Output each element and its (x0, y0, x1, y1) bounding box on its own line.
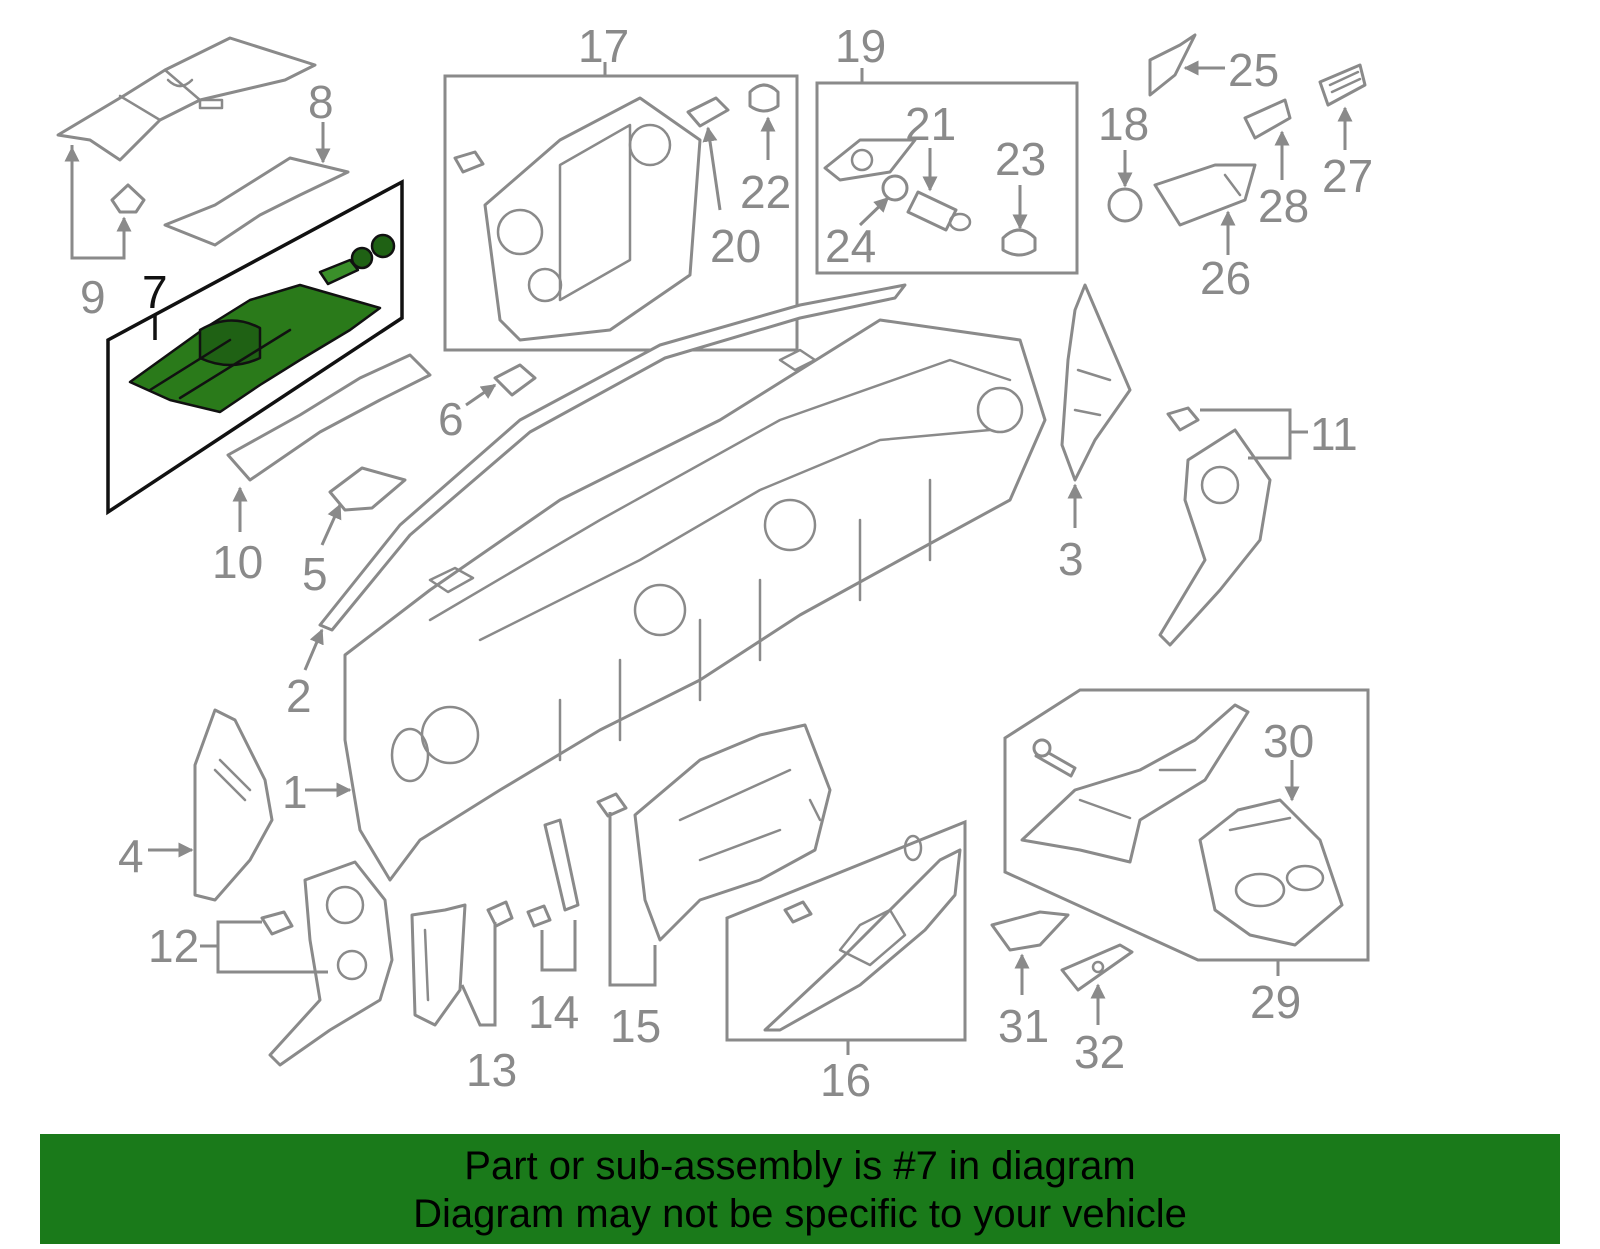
callout-27: 27 (1322, 150, 1373, 202)
callout-5: 5 (302, 548, 328, 600)
part-13-panel[interactable] (410, 903, 467, 1027)
part-18-knob[interactable] (1107, 187, 1143, 223)
callout-16: 16 (820, 1054, 871, 1106)
banner-line-disclaimer: Diagram may not be specific to your vehi… (413, 1192, 1187, 1236)
leader-2 (303, 628, 324, 671)
callout-20: 20 (710, 220, 761, 272)
part-14-clip[interactable] (526, 904, 552, 928)
callout-3: 3 (1058, 533, 1084, 585)
callout-22: 22 (740, 166, 791, 218)
part-13-clip[interactable] (486, 900, 514, 928)
callout-31: 31 (998, 1000, 1049, 1052)
part-7-frame (106, 179, 404, 516)
callout-28: 28 (1258, 180, 1309, 232)
part-14-strip[interactable] (543, 818, 580, 912)
part-10-duct[interactable] (226, 353, 432, 482)
part-19-vent[interactable] (823, 138, 917, 182)
part-32-bracket[interactable] (1060, 943, 1134, 992)
banner-line-part: Part or sub-assembly is #7 in diagram (464, 1144, 1136, 1188)
group-19-box (815, 81, 1079, 275)
part-2-defroster-trim[interactable] (318, 283, 907, 632)
part-11-clip[interactable] (1166, 406, 1200, 432)
part-21-plug[interactable] (906, 190, 972, 232)
callout-24: 24 (825, 220, 876, 272)
part-29-bracket[interactable] (1020, 703, 1250, 864)
callout-15: 15 (610, 1000, 661, 1052)
leader-24 (858, 196, 890, 227)
callout-25: 25 (1228, 44, 1279, 96)
part-16-glove-door[interactable] (763, 834, 962, 1032)
callout-7: 7 (142, 266, 168, 318)
info-banner: Part or sub-assembly is #7 in diagram Di… (40, 1134, 1560, 1244)
part-9-clip[interactable] (110, 183, 146, 214)
leader-11 (1200, 408, 1292, 460)
part-6-clip[interactable] (493, 363, 537, 397)
leader-13 (460, 922, 497, 1027)
part-12-clip[interactable] (260, 910, 294, 936)
part-7-storage-bin[interactable] (128, 233, 396, 414)
part-30-cup-holder[interactable] (1198, 798, 1344, 947)
leader-14 (540, 920, 577, 972)
callout-12: 12 (148, 920, 199, 972)
part-15-cluster-bezel[interactable] (633, 723, 832, 942)
callout-2: 2 (286, 670, 312, 722)
callout-13: 13 (466, 1044, 517, 1096)
leader-6 (465, 383, 497, 407)
leader-5 (320, 503, 342, 546)
callout-29: 29 (1250, 976, 1301, 1028)
part-24-ring[interactable] (881, 174, 909, 202)
part-11-right-bezel[interactable] (1158, 428, 1272, 647)
leader-15 (608, 812, 657, 987)
part-27-vent[interactable] (1318, 63, 1367, 107)
part-28-vent[interactable] (1243, 98, 1292, 140)
callout-6: 6 (438, 393, 464, 445)
part-1-instrument-panel[interactable] (343, 318, 1047, 882)
part-25-bracket[interactable] (1148, 33, 1197, 97)
part-5-bracket[interactable] (328, 466, 407, 512)
part-15-clip[interactable] (596, 792, 628, 818)
callout-1: 1 (282, 766, 308, 818)
part-9-top-cover[interactable] (56, 36, 317, 162)
part-4-end-cap[interactable] (193, 708, 274, 902)
callout-26: 26 (1200, 252, 1251, 304)
callout-17: 17 (578, 20, 629, 72)
part-3-side-bracket[interactable] (1060, 283, 1132, 482)
group-17-box (443, 74, 799, 352)
group-16-box (725, 819, 967, 1042)
part-8-pad[interactable] (163, 156, 350, 247)
callout-32: 32 (1074, 1026, 1125, 1078)
callout-10: 10 (212, 536, 263, 588)
callout-23: 23 (995, 133, 1046, 185)
callout-9: 9 (80, 271, 106, 323)
callout-14: 14 (528, 986, 579, 1038)
part-12-left-bezel[interactable] (268, 860, 394, 1067)
callout-4: 4 (118, 830, 144, 882)
part-29-bolt[interactable] (1032, 738, 1077, 778)
callout-19: 19 (835, 20, 886, 72)
part-31-bracket[interactable] (990, 910, 1070, 952)
part-22-knob[interactable] (748, 83, 780, 113)
group-29-box (1003, 688, 1370, 962)
callout-30: 30 (1263, 715, 1314, 767)
part-26-vent[interactable] (1153, 163, 1257, 227)
callout-21: 21 (905, 98, 956, 150)
leader-20 (702, 126, 722, 211)
part-20-plug[interactable] (686, 96, 730, 128)
callout-11: 11 (1310, 408, 1358, 460)
callout-8: 8 (308, 76, 334, 128)
part-17-bezel[interactable] (453, 96, 702, 342)
callout-18: 18 (1098, 98, 1149, 150)
part-23-knob[interactable] (1001, 228, 1037, 257)
